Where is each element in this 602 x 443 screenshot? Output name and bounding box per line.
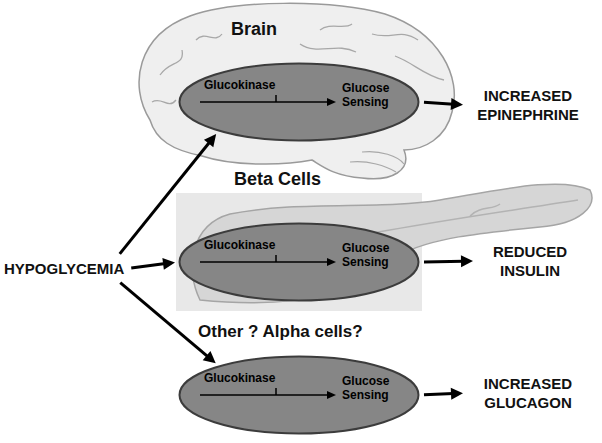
ellipse-fill <box>180 224 419 301</box>
arrow-head <box>451 98 463 110</box>
arrow-head <box>204 134 216 147</box>
inner-arrow-head <box>327 258 336 266</box>
region-label: Beta Cells <box>232 169 323 190</box>
arrow-head <box>162 258 175 270</box>
region-label: Brain <box>229 19 279 40</box>
arrow-line <box>424 102 453 104</box>
arrow-head <box>451 388 463 400</box>
node-text: Glucose Sensing <box>342 374 406 402</box>
brain-outline <box>139 3 454 178</box>
arrow-head <box>461 255 473 267</box>
text-node: INCREASED EPINEPHRINE <box>466 84 590 126</box>
arrow-line <box>424 394 453 395</box>
inner-arrow-tick <box>275 388 277 395</box>
inner-arrow-line <box>200 101 328 103</box>
sensing-ellipse: Glucokinase Glucose Sensing <box>178 222 420 302</box>
node-text: INCREASED EPINEPHRINE <box>469 86 587 124</box>
arrow-connector <box>424 98 463 110</box>
text-node: REDUCED INSULIN <box>476 240 584 282</box>
ellipse-fill <box>180 64 419 141</box>
text-node: INCREASED GLUCAGON <box>466 372 590 414</box>
arrow-connector <box>424 388 463 400</box>
arrow-connector <box>120 134 216 254</box>
node-text: Glucokinase <box>204 371 275 385</box>
arrow-line <box>424 260 463 264</box>
inner-arrow-line <box>200 261 328 263</box>
inner-arrow-line <box>200 394 328 396</box>
node-text: Glucokinase <box>204 238 275 252</box>
node-text: Glucose Sensing <box>342 81 406 109</box>
ellipse-fill <box>180 357 419 434</box>
node-text: Glucose Sensing <box>342 241 406 269</box>
arrow-head <box>203 351 216 363</box>
inner-arrow-head <box>327 98 336 106</box>
region-label: Other ? Alpha cells? <box>196 322 365 342</box>
inner-arrow-tick <box>275 255 277 262</box>
sensing-ellipse: Glucokinase Glucose Sensing <box>178 355 420 435</box>
inner-arrow-head <box>327 391 336 399</box>
arrow-line <box>120 283 208 358</box>
node-text: REDUCED INSULIN <box>479 242 581 280</box>
node-text: HYPOGLYCEMIA <box>4 259 124 278</box>
node-text: INCREASED GLUCAGON <box>469 374 587 412</box>
node-text: Glucokinase <box>204 78 275 92</box>
arrow-connector <box>424 255 473 267</box>
inner-arrow-tick <box>275 95 277 102</box>
text-node: HYPOGLYCEMIA <box>1 257 127 280</box>
arrow-connector <box>131 258 175 270</box>
cerebellum <box>350 152 404 172</box>
sensing-ellipse: Glucokinase Glucose Sensing <box>178 62 420 142</box>
arrow-line <box>120 142 210 254</box>
arrow-line <box>131 264 165 268</box>
